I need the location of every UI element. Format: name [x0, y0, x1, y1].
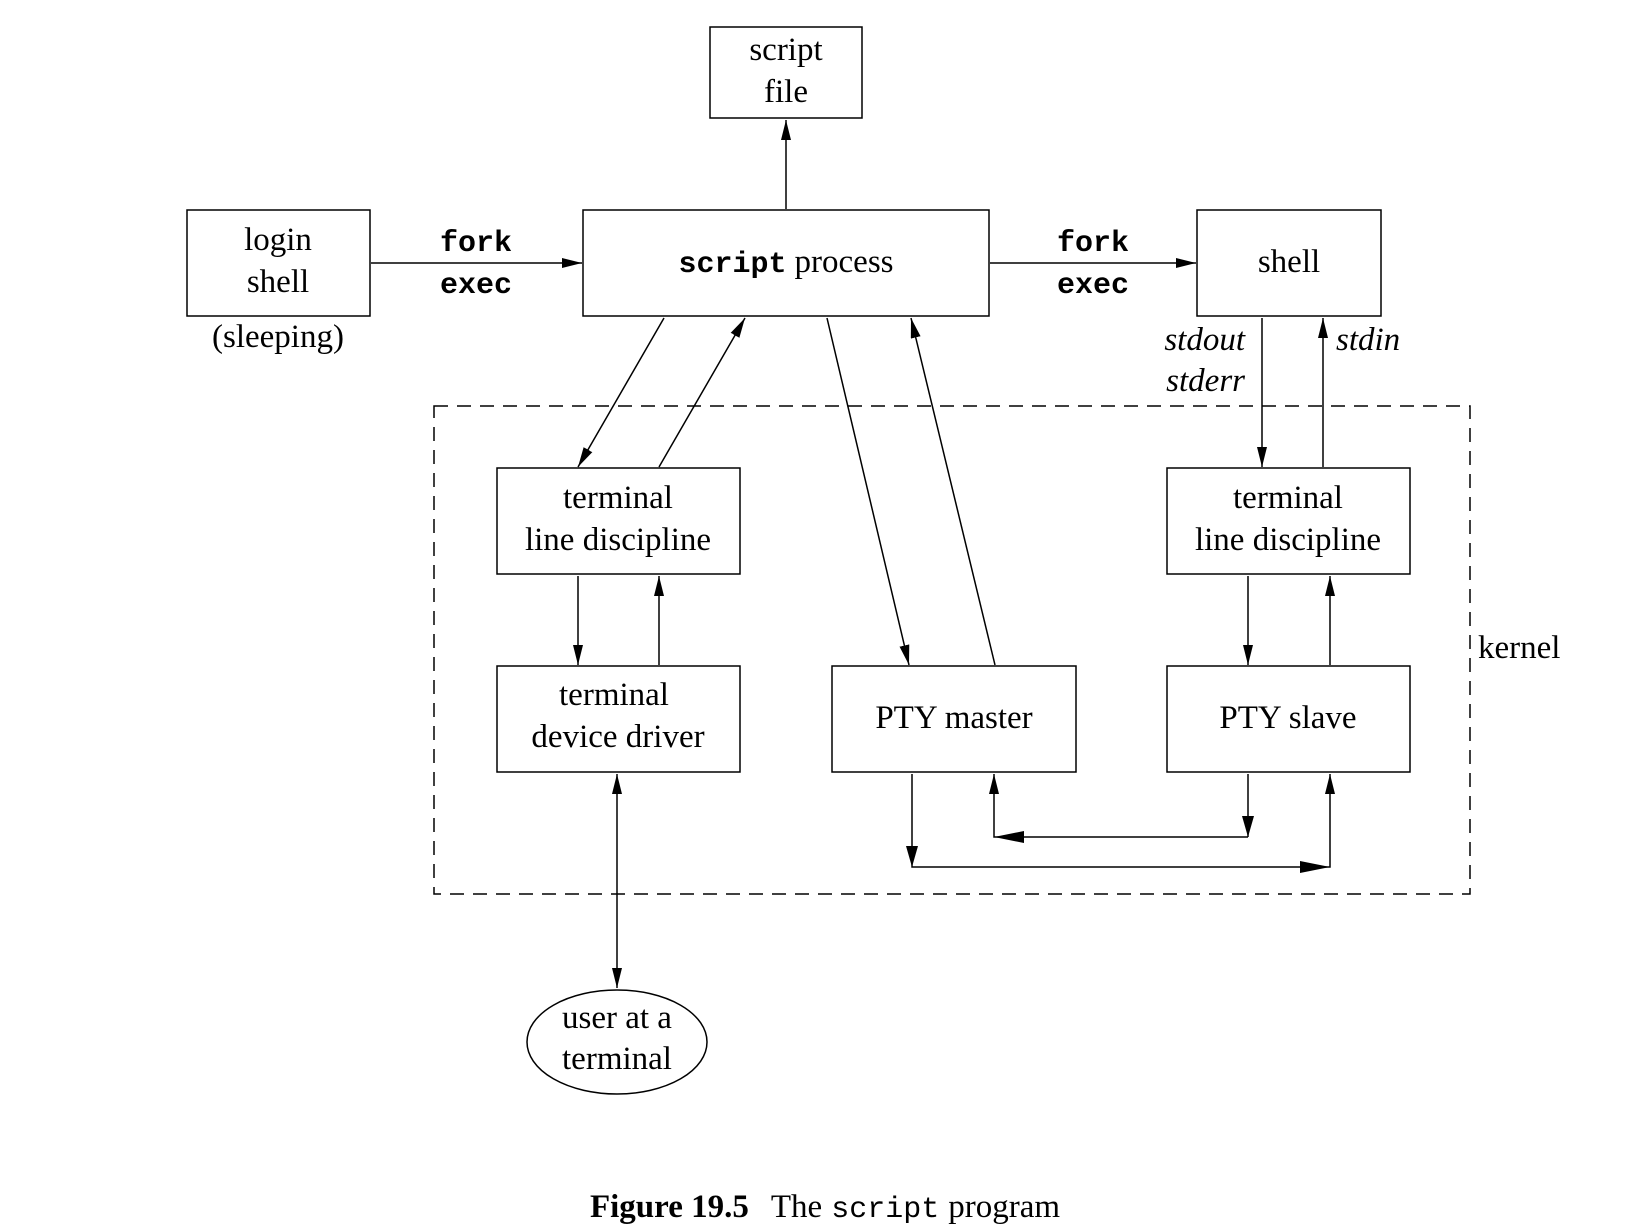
stdout-label: stdout	[1164, 322, 1246, 358]
arrowhead-into-pty-slave-path	[1300, 861, 1330, 873]
arrow-process-to-pty-master	[826, 317, 910, 666]
pty-master-node: PTY master	[831, 665, 1077, 773]
left-exec-label: exec	[440, 269, 512, 303]
terminal-device-driver-node: terminal device driver	[496, 665, 741, 773]
svg-text:terminal: terminal	[563, 480, 673, 516]
left-fork-label: fork	[440, 227, 512, 261]
arrow-left-tld-to-process	[658, 317, 746, 468]
arrowhead-pty-master-down	[906, 846, 918, 867]
svg-text:terminal: terminal	[559, 677, 669, 713]
login-shell-node: login shell	[186, 209, 371, 317]
terminal-line-discipline-right: terminal line discipline	[1166, 467, 1411, 575]
pty-slave-node: PTY slave	[1166, 665, 1411, 773]
script-file-node: script file	[709, 26, 863, 119]
terminal-line-discipline-left: terminal line discipline	[496, 467, 741, 575]
path-pty-master-to-pty-slave	[911, 774, 1335, 868]
svg-text:device driver: device driver	[531, 719, 704, 755]
shell-node: shell	[1196, 209, 1382, 317]
svg-text:line discipline: line discipline	[525, 522, 711, 558]
arrowhead-pty-slave-down	[1242, 816, 1254, 837]
login-shell-sleeping-note: (sleeping)	[212, 319, 344, 355]
kernel-label: kernel	[1478, 630, 1560, 666]
kernel-region	[433, 405, 1471, 895]
svg-text:line discipline: line discipline	[1195, 522, 1381, 558]
arrow-pty-master-to-process	[910, 317, 996, 666]
right-exec-label: exec	[1057, 269, 1129, 303]
path-pty-slave-to-pty-master	[994, 774, 1249, 838]
arrowhead-into-pty-master-path	[994, 831, 1024, 843]
svg-text:terminal: terminal	[1233, 480, 1343, 516]
svg-text:terminal: terminal	[562, 1041, 672, 1077]
svg-text:file: file	[764, 74, 808, 110]
arrow-process-to-left-tld	[577, 317, 665, 468]
svg-text:PTY master: PTY master	[875, 700, 1032, 736]
stdin-label: stdin	[1336, 322, 1400, 358]
svg-text:shell: shell	[1258, 244, 1320, 280]
right-fork-label: fork	[1057, 227, 1129, 261]
svg-text:login: login	[244, 222, 312, 258]
user-terminal-node: user at a terminal	[526, 989, 708, 1095]
stderr-label: stderr	[1166, 363, 1245, 399]
svg-text:script: script	[749, 32, 822, 68]
svg-text:PTY slave: PTY slave	[1219, 700, 1356, 736]
svg-text:shell: shell	[247, 264, 309, 300]
svg-text:user at a: user at a	[562, 1000, 672, 1036]
